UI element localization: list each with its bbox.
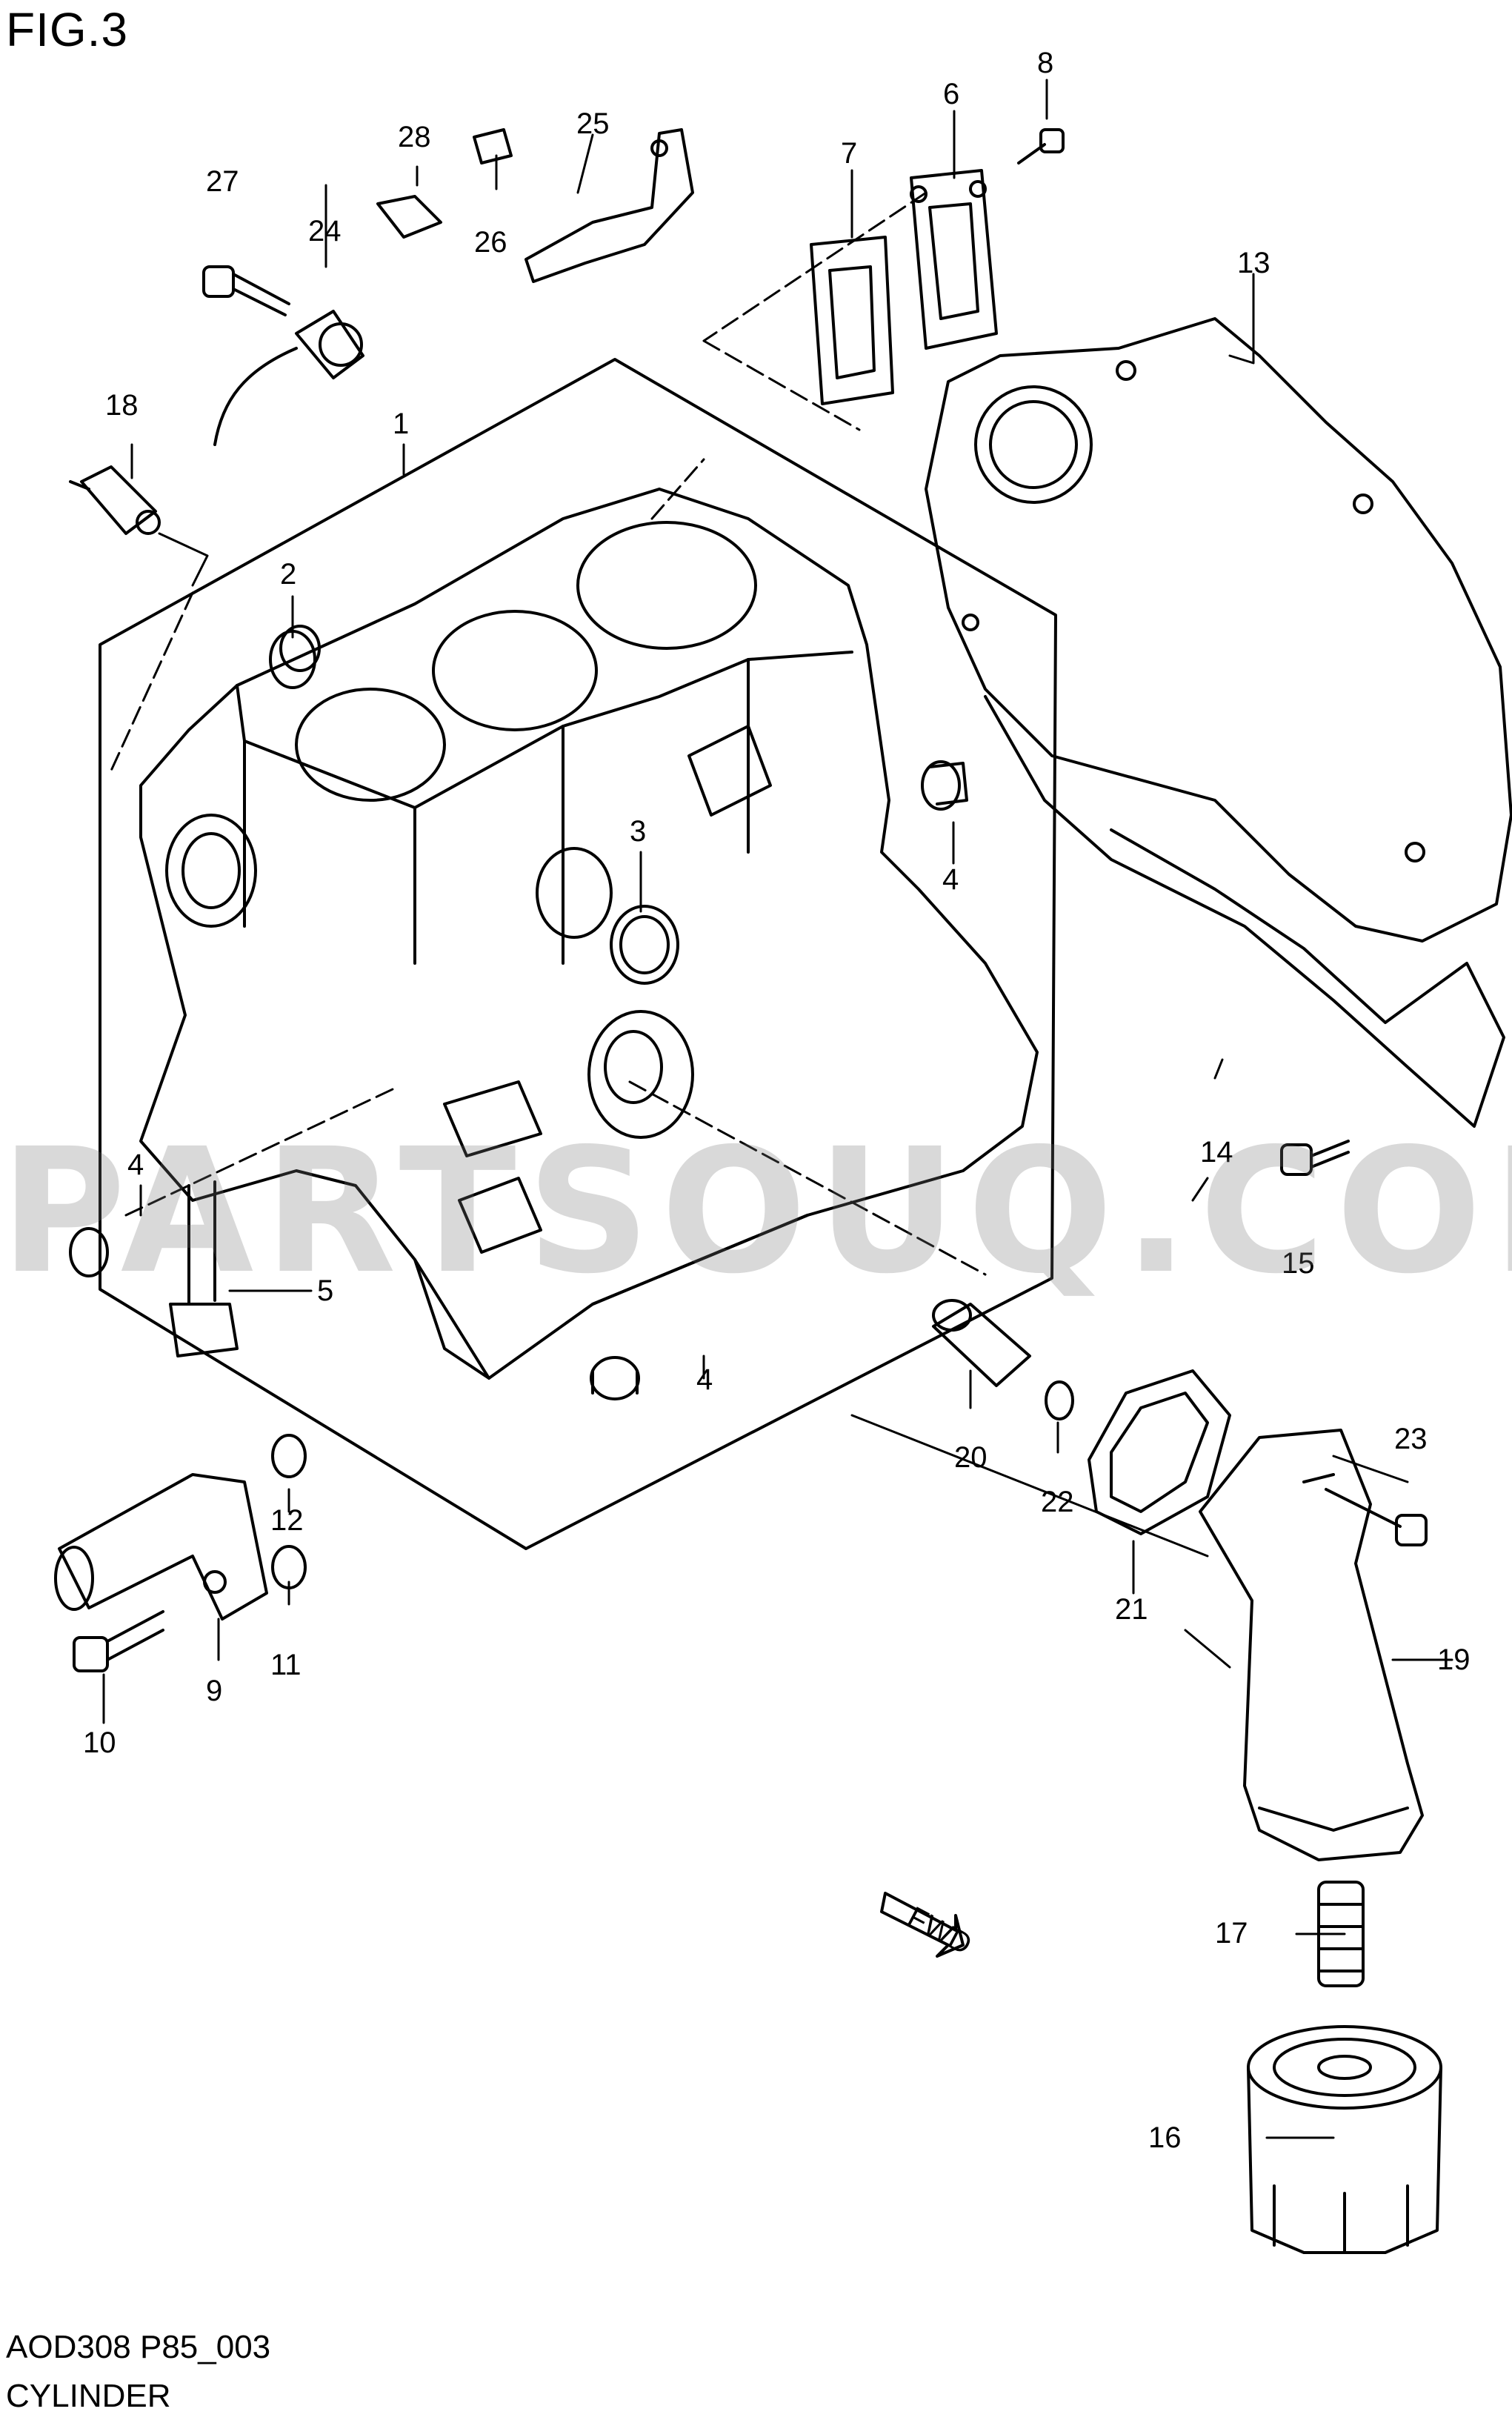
part-label-7[interactable]: 7 [841, 137, 857, 170]
part-label-4b[interactable]: 4 [127, 1149, 144, 1181]
plug-2 [269, 625, 321, 689]
part-label-3[interactable]: 3 [630, 815, 646, 848]
bolt-23 [1325, 1488, 1428, 1546]
part-label-5[interactable]: 5 [317, 1274, 333, 1307]
part-label-1[interactable]: 1 [393, 408, 409, 440]
seal-3 [610, 905, 679, 985]
union-bolt-20 [932, 1299, 1031, 1387]
part-label-21[interactable]: 21 [1115, 1593, 1148, 1626]
oil-filter-stand-19 [1199, 1429, 1424, 1861]
part-label-27[interactable]: 27 [206, 165, 239, 198]
part-label-15[interactable]: 15 [1282, 1247, 1315, 1280]
part-label-6[interactable]: 6 [943, 78, 959, 110]
part-label-25[interactable]: 25 [576, 107, 610, 140]
knock-sensor-24 [213, 310, 364, 446]
bracket-25 [524, 128, 694, 283]
gasket-21 [1088, 1369, 1231, 1535]
part-label-16[interactable]: 16 [1148, 2121, 1182, 2154]
part-label-12[interactable]: 12 [270, 1504, 304, 1537]
clamp-26 [473, 128, 513, 164]
part-label-28[interactable]: 28 [398, 121, 431, 153]
rear-plate-13 [925, 317, 1512, 1128]
part-label-10[interactable]: 10 [83, 1726, 116, 1759]
part-label-8[interactable]: 8 [1037, 47, 1053, 79]
part-label-24[interactable]: 24 [308, 215, 342, 247]
o-ring-22 [1045, 1380, 1074, 1420]
bolt-8 [1017, 128, 1065, 164]
drawing-code: AOD308 P85_003 [6, 2329, 271, 2365]
cylinder-block-group-outline [99, 358, 1057, 1550]
bolt-15 [1280, 1140, 1350, 1176]
bolt-27 [202, 265, 290, 316]
sleeve-12 [271, 1434, 307, 1478]
leader-lines [102, 79, 1453, 2139]
figure-title: FIG.3 [6, 3, 129, 56]
forward-arrow-icon [880, 1892, 965, 1958]
bolt-10 [73, 1610, 164, 1672]
plug-4-right [921, 760, 968, 811]
part-label-4a[interactable]: 4 [942, 863, 959, 896]
part-label-13[interactable]: 13 [1237, 247, 1270, 279]
part-label-20[interactable]: 20 [954, 1441, 988, 1474]
part-number-labels: 1 2 3 4 4 4 4 5 6 7 8 9 10 11 12 13 14 1… [83, 47, 1471, 2154]
cover-6 [910, 169, 998, 350]
section-name: CYLINDER [6, 2378, 171, 2414]
bolt-5 [169, 1180, 239, 1357]
part-label-2[interactable]: 2 [280, 558, 296, 591]
part-label-18[interactable]: 18 [105, 389, 139, 422]
sleeve-11 [271, 1545, 307, 1589]
dashed-guide-6-7 [702, 191, 927, 431]
stud-17 [1317, 1881, 1365, 1987]
part-label-4c[interactable]: 4 [696, 1363, 713, 1396]
part-label-11[interactable]: 11 [270, 1649, 302, 1681]
cylinder-block [139, 488, 1039, 1380]
part-label-26[interactable]: 26 [474, 226, 507, 259]
gasket-7 [810, 236, 894, 405]
water-pipe-9 [54, 1473, 268, 1621]
part-label-14[interactable]: 14 [1200, 1136, 1233, 1169]
plug-4-bottom [590, 1356, 640, 1400]
part-label-22[interactable]: 22 [1041, 1486, 1074, 1518]
part-label-17[interactable]: 17 [1215, 1917, 1248, 1950]
part-label-9[interactable]: 9 [206, 1675, 222, 1707]
oil-filter-16 [1247, 2025, 1442, 2254]
sensor-18 [69, 465, 161, 535]
clamp-28 [376, 195, 442, 239]
leader-lines-dashed [110, 458, 987, 1276]
part-label-23[interactable]: 23 [1394, 1423, 1428, 1455]
part-label-19[interactable]: 19 [1437, 1643, 1471, 1676]
plug-4-left [69, 1227, 109, 1277]
